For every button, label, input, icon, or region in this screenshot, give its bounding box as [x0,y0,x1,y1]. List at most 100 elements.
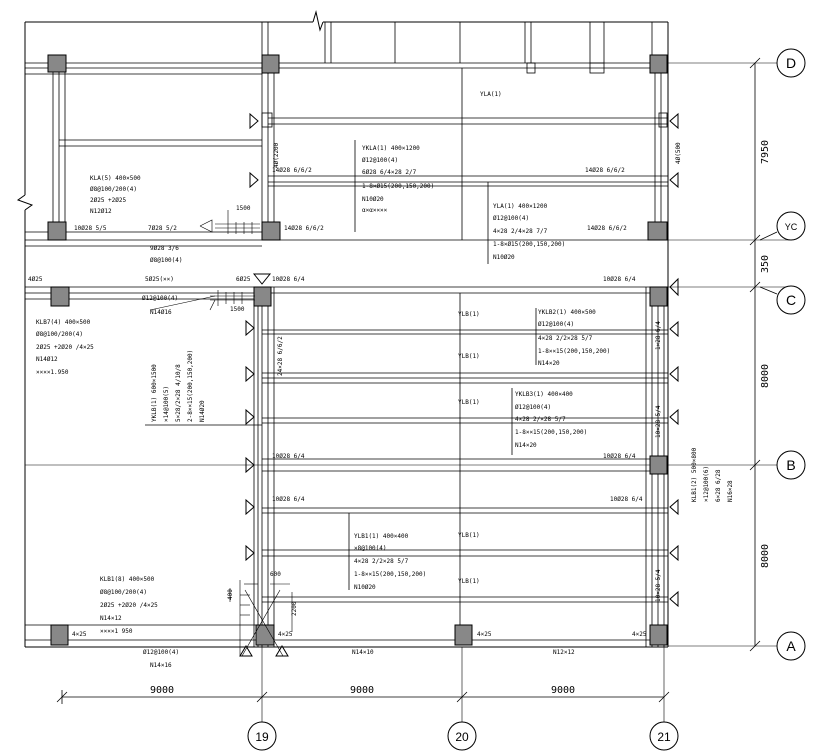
dim-bottom-2: 9000 [350,685,374,696]
beam-text: KLA(5) 400×500 [90,175,141,182]
beam-text: N10Ø20 [493,254,515,261]
small-column-marks [261,62,668,128]
triangle-markers [239,112,679,657]
column [253,286,272,307]
axis-label-21: 21 [657,730,671,744]
beam-text: 5×28/2×28 4/10/8 [175,364,182,422]
axis-bubble-leaders [759,231,778,295]
column [261,54,280,74]
beam-text: YKLB(1) 600×1500 [151,364,158,422]
beam-kla-callout: KLA(5) 400×500 Ø8@100/200(4) 2Ø25 +2Ø25 … [90,175,141,215]
label-bottom-bar-left: 14Ø28 6/6/2 [284,225,324,232]
beam-klb7-callout: KLB7(4) 400×500 Ø8@100/200(4) 2Ø25 +2Ø20… [36,319,94,376]
beam-yklb3-callout: YKLB3(1) 400×400 Ø12@100(4) 4×28 2/×28 5… [515,391,587,449]
yc-label: 10Ø28 6/4 [603,276,636,283]
beam-text: Ø8@100/200(4) [90,186,137,193]
beam-text: ××××1.950 [36,369,69,376]
ylb-label: YLB(1) [458,578,480,585]
ylb-label: YLB(1) [458,399,480,406]
dim-bottom-1: 9000 [150,685,174,696]
misc-label: N14×16 [150,662,172,669]
ylb-labels: YLB(1) YLB(1) YLB(1) YLB(1) YLB(1) [458,311,480,585]
column [647,221,668,241]
misc-label: 10Ø28 6/4 [610,496,643,503]
lower-span-beams [25,287,668,647]
axis-lines [25,62,790,722]
beam-text: Ø8@100/200(4) [100,589,147,596]
beam-text: YKLA(1) 400×1200 [362,145,420,152]
beam-text: 2Ø25 +2Ø20 /4×25 [100,602,158,609]
beam-text: 1-8××15(200,150,200) [538,348,610,355]
beam-text: Ø12@100(4) [493,215,529,222]
column [649,455,668,475]
misc-label: 2200 [291,601,298,616]
column [261,221,281,241]
column [454,624,473,646]
beam-yklb2-callout: YKLB2(1) 400×500 Ø12@100(4) 4×28 2/2×28 … [538,309,610,367]
axis-bubbles [247,48,806,751]
misc-label: 400 [227,589,234,600]
column [649,286,668,307]
beam-ykla1-callout: YKLA(1) 400×1200 Ø12@100(4) 6Ø28 6/4×28 … [362,145,434,214]
left-wing-lines [25,55,668,288]
misc-label: N12×12 [553,649,575,656]
axis-label-D: D [786,55,796,71]
misc-label: 4×25 [632,631,647,638]
beam-yklb-callout: YKLB(1) 600×1500 ×14@100(5) 5×28/2×28 4/… [151,350,206,422]
misc-label: N14×10 [352,649,374,656]
beam-text: 2Ø25 +2Ø20 /4×25 [36,344,94,351]
axis-label-20: 20 [455,730,469,744]
dimension-lines [56,57,761,704]
beam-text: 1-8××15(200,150,200) [354,571,426,578]
beam-text: N14Ø12 [36,356,58,363]
misc-annotations: 10Ø28 6/4 10Ø28 6/4 10Ø28 6/4 10Ø28 6/4 … [72,321,662,669]
column [649,54,668,74]
beam-text: N12Ø12 [90,208,112,215]
beam-klb12-callout: KLB1(2) 500×800 ×12@100(6) 6×28 6/28 N16… [691,447,734,502]
beam-text: 4×28 2/2×28 5/7 [538,335,593,342]
label-left-bar: 10Ø28 5/5 [74,225,107,232]
dim-right-3: 8000 [760,364,771,388]
yc-label: Ø8@100(4) [150,257,183,264]
upper-span-beams [261,63,668,264]
label-ylai: YLA(1) [480,91,502,98]
dim-right-2: 350 [760,255,771,273]
beam-yla-callout: YLA(1) 400×1200 Ø12@100(4) 4×28 2/4×28 7… [493,203,565,261]
beam-text: 6Ø28 6/4×28 2/7 [362,169,417,176]
top-band-grid [25,22,668,75]
yc-label: N14Ø16 [150,309,172,316]
beam-text: N14×20 [538,360,560,367]
column [649,624,668,646]
ylb-label: YLB(1) [458,311,480,318]
beam-text: YKLB3(1) 400×400 [515,391,573,398]
axis-bubble-D [776,48,806,78]
beam-text: N14×20 [515,442,537,449]
misc-label: 10×28 5/4 [655,405,662,438]
beam-text: ××××1 950 [100,628,133,635]
beam-text: N14×12 [100,615,122,622]
axis-bubble-labels: D YC C B A 19 20 21 [255,55,797,744]
beam-klb1-callout: KLB1(8) 400×500 Ø8@100/200(4) 2Ø25 +2Ø20… [100,576,158,635]
dim-bottom-3: 9000 [551,685,575,696]
beam-text: 4×28 2/×28 5/7 [515,416,566,423]
beam-text: Ø12@100(4) [538,321,574,328]
yc-label: 10Ø28 6/4 [272,276,305,283]
beam-text: Ø8@100/200(4) [36,331,83,338]
ylb-label: YLB(1) [458,353,480,360]
label-bottom-bar-right: 14Ø28 6/6/2 [587,225,627,232]
beam-text: 2-8××15(200,150,200) [187,350,194,422]
misc-label: 10×28 5/4 [655,569,662,602]
yc-annotations: 9Ø28 3/6 Ø8@100(4) 4Ø25 5Ø25(××) 6Ø25 10… [28,245,636,316]
annotations-top: YLA(1) 4Ø(2200 4Ø(500 14Ø28 6/6/2 14Ø28 … [74,91,682,232]
axis-bubble-B [776,450,806,480]
axis-bubble-C [776,285,806,315]
dim-right-4: 8000 [760,544,771,568]
label-top-bar-right: 14Ø28 6/6/2 [585,167,625,174]
column [47,54,67,73]
yc-label: 5Ø25(××) [145,276,174,283]
ylb-label: YLB(1) [458,532,480,539]
beam-text: N14Ø20 [199,400,206,422]
misc-label: 10Ø28 6/4 [272,453,305,460]
label-top-bar-left: 14Ø28 6/6/2 [272,167,312,174]
yc-label: 1500 [230,306,245,313]
